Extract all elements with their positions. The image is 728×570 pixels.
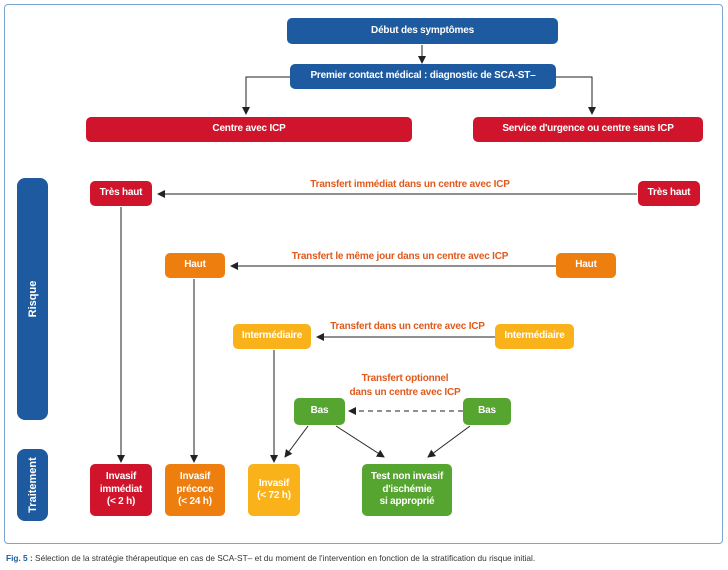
non-pci-center-box: Service d'urgence ou centre sans ICP [473, 117, 703, 142]
treatment-early-box: Invasif précoce (< 24 h) [165, 464, 225, 516]
risk-very-high-left: Très haut [90, 181, 152, 206]
symptom-onset-box: Début des symptômes [287, 18, 558, 44]
risk-high-right: Haut [556, 253, 616, 278]
treatment-noninvasive-box: Test non invasif d'ischémie si approprié [362, 464, 452, 516]
treatment-side-label: Traitement [26, 457, 39, 513]
transfer-optional-label: Transfert optionnel dans un centre avec … [349, 373, 461, 398]
transfer-plain-label: Transfert dans un centre avec ICP [330, 321, 485, 332]
treatment-side-bar: Traitement [17, 449, 48, 521]
risk-low-left: Bas [294, 398, 345, 425]
arrow-low-to-noninvasive [335, 425, 385, 458]
arrow-contact-to-nonpci [556, 76, 596, 115]
caption-text: Sélection de la stratégie thérapeutique … [32, 553, 536, 563]
risk-low-right: Bas [463, 398, 511, 425]
risk-side-label: Risque [26, 280, 39, 318]
arrow-lowright-to-noninvasive [427, 425, 471, 458]
transfer-immediate-label: Transfert immédiat dans un centre avec I… [310, 179, 510, 190]
treatment-delayed-box: Invasif (< 72 h) [248, 464, 300, 516]
risk-very-high-right: Très haut [638, 181, 700, 206]
arrow-contact-to-pci [242, 76, 290, 115]
risk-intermediate-left: Intermédiaire [233, 324, 311, 349]
caption-label: Fig. 5 : [6, 553, 33, 563]
figure-caption: Fig. 5 : Sélection de la stratégie théra… [6, 553, 535, 563]
first-contact-box: Premier contact médical : diagnostic de … [290, 64, 556, 89]
diagram-frame [4, 4, 723, 544]
treatment-immediate-box: Invasif immédiat (< 2 h) [90, 464, 152, 516]
risk-high-left: Haut [165, 253, 225, 278]
pci-center-box: Centre avec ICP [86, 117, 412, 142]
transfer-same-day-label: Transfert le même jour dans un centre av… [291, 251, 509, 262]
arrow-low-to-delayed [284, 425, 309, 458]
risk-intermediate-right: Intermédiaire [495, 324, 574, 349]
risk-side-bar: Risque [17, 178, 48, 420]
